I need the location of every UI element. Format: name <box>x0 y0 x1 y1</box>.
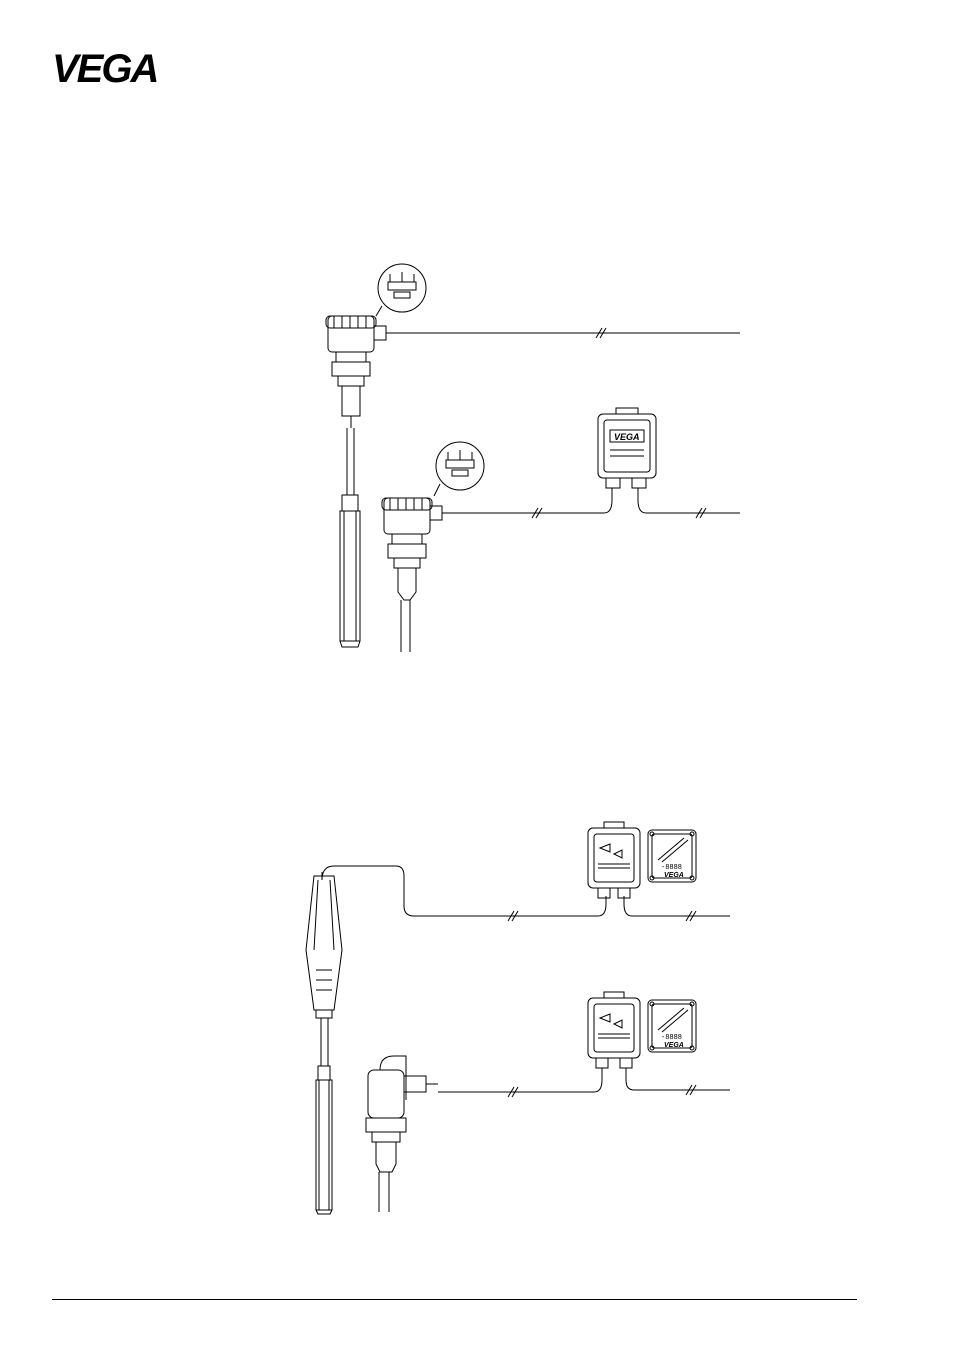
footer-rule <box>52 1299 857 1300</box>
display-readout-upper: -8888 <box>661 864 682 872</box>
vega-logo: VEGA <box>52 50 172 86</box>
junction-box-lower <box>588 992 640 1068</box>
display-brand-lower: VEGA <box>664 1042 684 1049</box>
sensor-rod-probe <box>382 498 448 652</box>
terminal-detail-circle-2 <box>434 442 484 496</box>
sensor-suspension-clamp <box>306 866 606 1214</box>
output-cables <box>624 896 730 1095</box>
display-brand-upper: VEGA <box>664 872 684 879</box>
junction-box-upper <box>588 822 640 898</box>
sensor-suspension-probe <box>326 316 392 647</box>
signal-cable-top <box>392 328 740 338</box>
signal-cable-middle <box>448 488 740 518</box>
installation-diagram-top: VEGA <box>0 260 954 660</box>
signal-cable-lower <box>438 1068 602 1097</box>
terminal-detail-circle-1 <box>376 264 426 316</box>
logo-wordmark: VEGA <box>52 50 157 86</box>
junction-box-brand-label: VEGA <box>614 432 640 442</box>
display-readout-lower: -8888 <box>661 1034 682 1042</box>
installation-diagram-bottom: -8888 VEGA -8888 VEGA <box>0 820 954 1220</box>
junction-box-top: VEGA <box>598 408 656 488</box>
display-unit-lower: -8888 VEGA <box>648 1000 696 1052</box>
display-unit-upper: -8888 VEGA <box>648 830 696 882</box>
sensor-angled-plug <box>366 1056 438 1212</box>
